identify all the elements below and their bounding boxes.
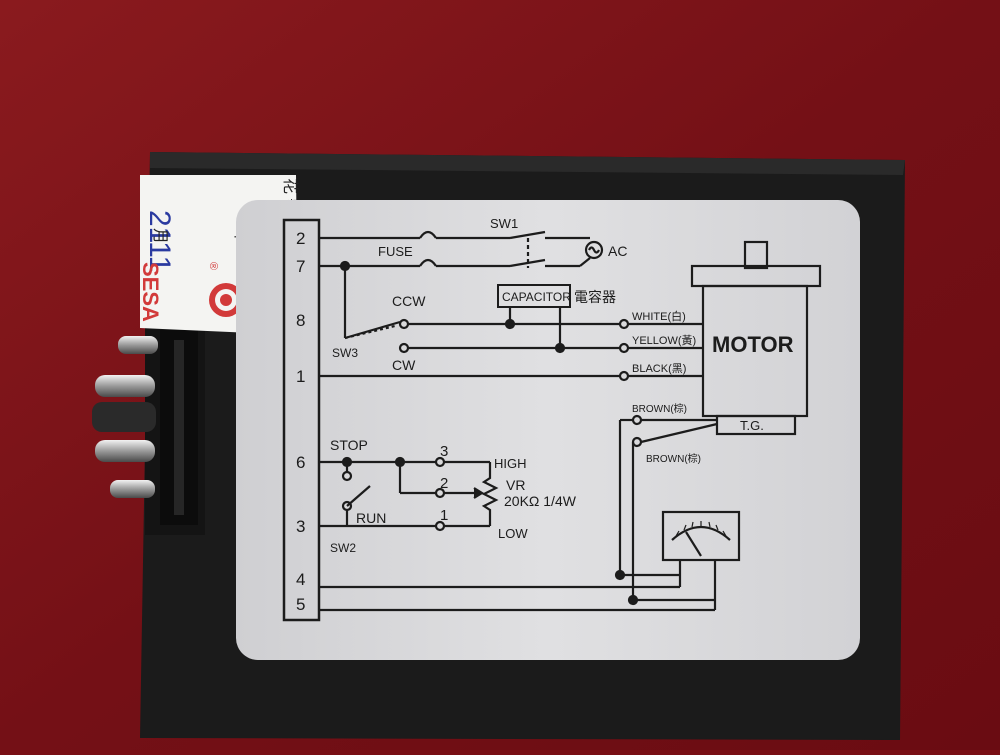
terminal-1: 1 [296,367,305,386]
stop-label: STOP [330,437,368,453]
terminal-7: 7 [296,257,305,276]
fuse-label: FUSE [378,244,413,259]
high-label: HIGH [494,456,527,471]
white-wire-label: WHITE(白) [632,309,686,323]
terminal-2: 2 [296,229,305,248]
black-wire-label: BLACK(黑) [632,362,686,375]
vr-rating-label: 20KΩ 1/4W [504,493,577,509]
ac-source-icon [584,240,604,260]
terminal-block [282,218,321,622]
sticker-month-char: 月 [151,228,168,244]
run-label: RUN [356,510,386,526]
sticker-registered-mark: ® [207,262,219,270]
brown-bottom-label: BROWN(棕) [646,452,701,465]
speed-meter-icon [661,510,741,562]
position-2-label: 2 [440,475,448,492]
yellow-wire-label: YELLOW(黃) [632,334,696,347]
sw2-label: SW2 [330,541,356,555]
terminal-6: 6 [296,453,305,472]
brown-top-label: BROWN(棕) [632,402,687,415]
terminal-labels: 2 7 8 1 6 3 4 5 [296,229,305,614]
variable-resistor-icon [481,462,499,526]
ac-label: AC [608,243,627,259]
sw3-label: SW3 [332,346,358,360]
terminal-5: 5 [296,595,305,614]
wiring-diagram [282,218,822,622]
connector-pins [92,336,158,498]
capacitor-label: CAPACITOR [502,290,571,304]
low-label: LOW [498,526,528,541]
terminal-4: 4 [296,570,305,589]
sticker-handwritten-number: 2111 [143,210,176,272]
terminal-3: 3 [296,517,305,536]
cw-label: CW [392,357,416,373]
diagram-labels: SW1 FUSE AC CAPACITOR 電容器 CCW CW SW3 WHI… [330,216,794,555]
tg-label: T.G. [740,418,764,433]
sw1-label: SW1 [490,216,518,231]
position-1-label: 1 [440,507,448,524]
terminal-8: 8 [296,311,305,330]
capacitor-cn-label: 電容器 [574,289,616,305]
motor-label: MOTOR [712,332,794,357]
ccw-label: CCW [392,293,426,309]
sticker-brand: SESA [138,262,163,322]
vr-label: VR [506,477,525,493]
position-3-label: 3 [440,443,448,460]
